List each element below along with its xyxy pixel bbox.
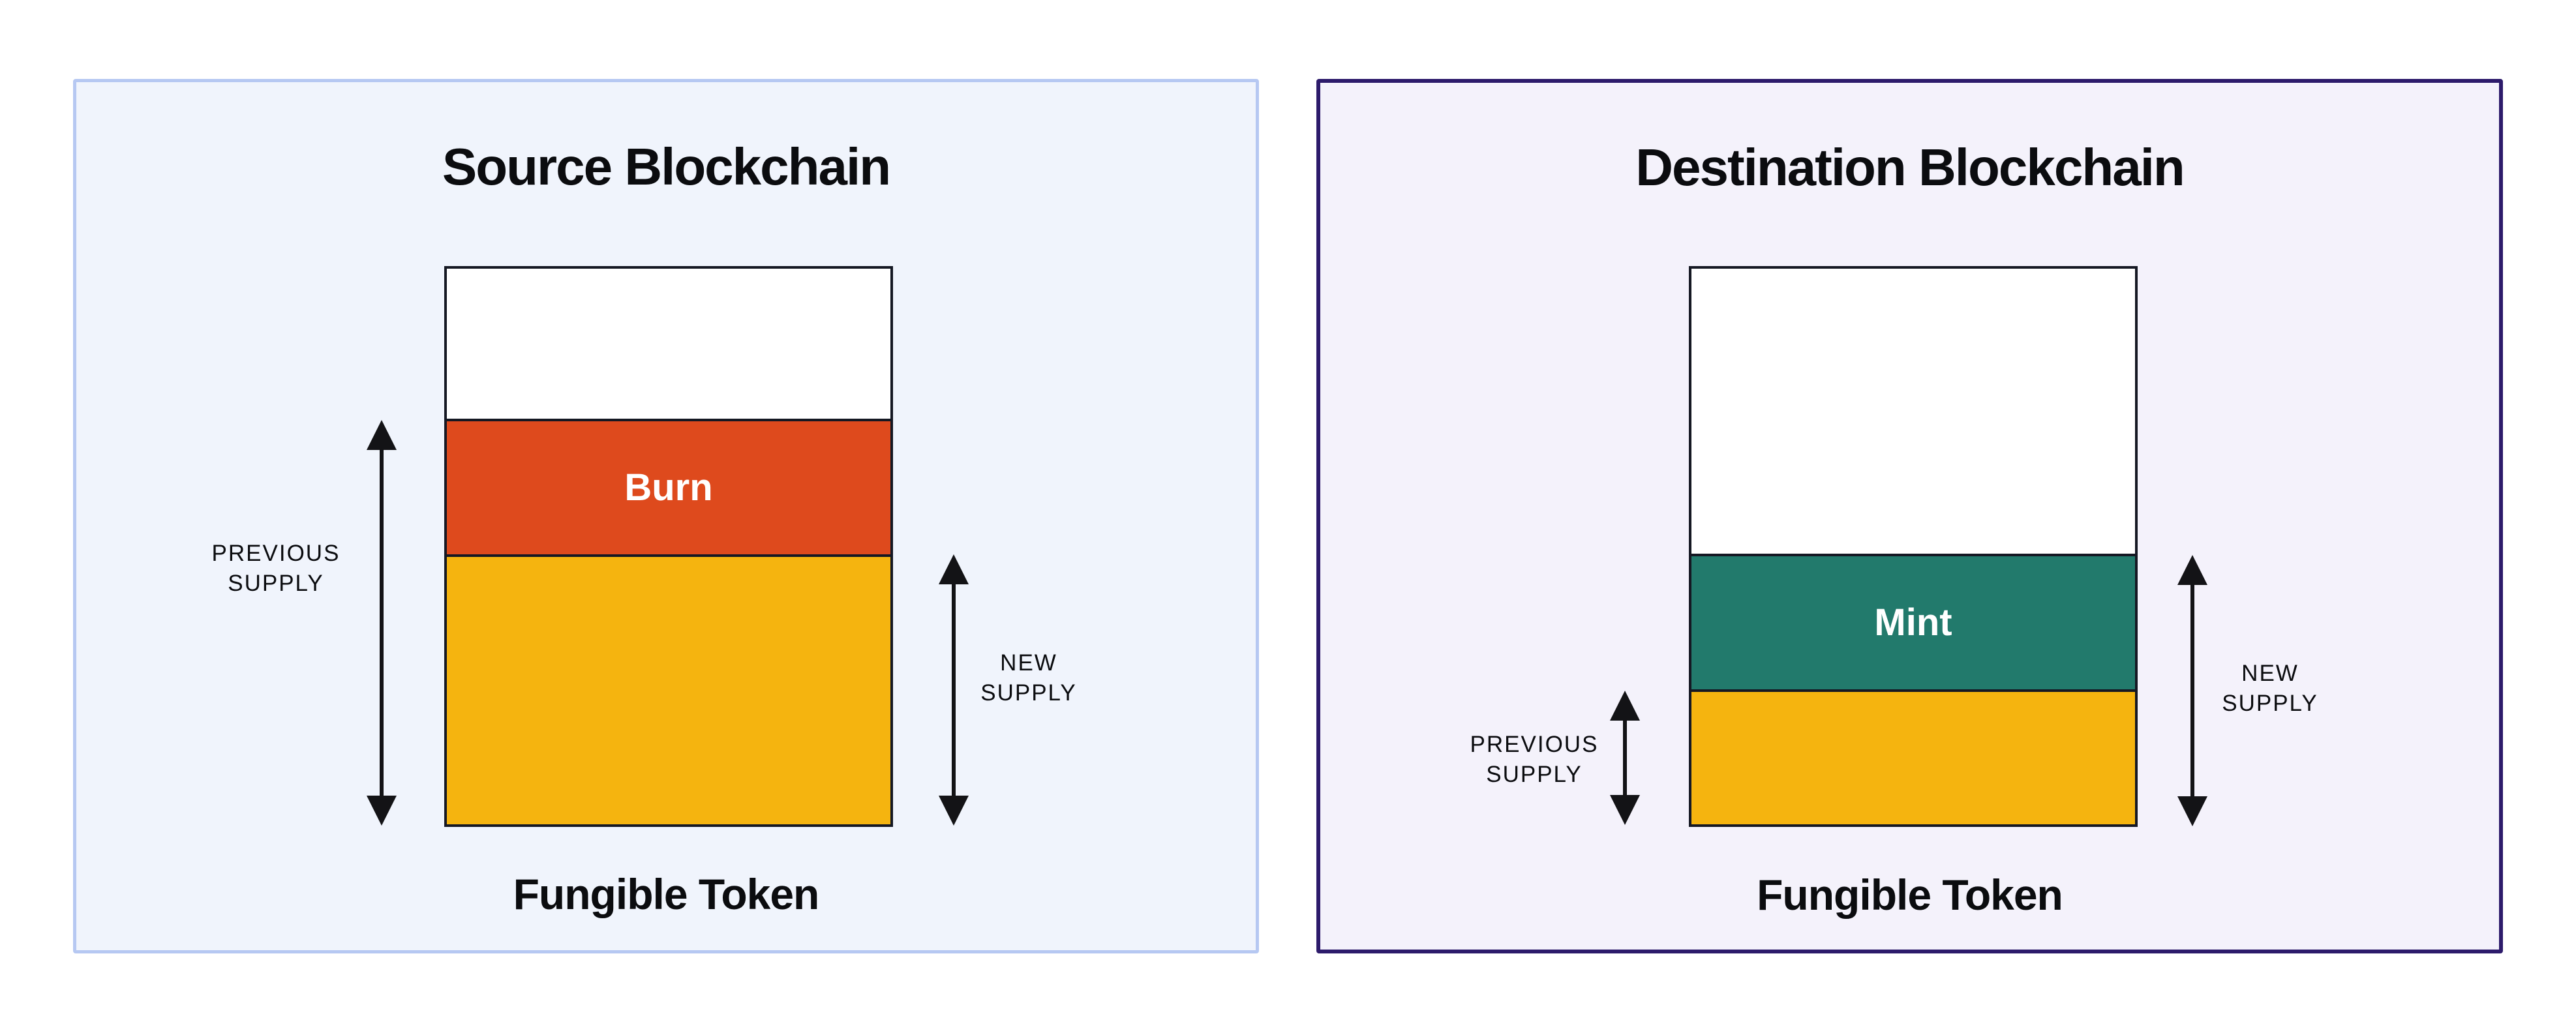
mint-segment-label: Mint [1874, 601, 1952, 644]
destination-supply-bar: Mint [1689, 266, 2138, 827]
arrowhead-down-icon [939, 796, 969, 826]
new-supply-label: NEW SUPPLY [2166, 659, 2374, 719]
new-supply-label-line2: SUPPLY [980, 680, 1077, 706]
arrowhead-up-icon [1610, 691, 1640, 721]
arrowhead-down-icon [367, 796, 397, 826]
previous-supply-label-line1: PREVIOUS [211, 541, 341, 566]
new-supply-label-line2: SUPPLY [2222, 691, 2318, 716]
fungible-token-caption: Fungible Token [1757, 871, 2063, 919]
arrowhead-up-icon [2177, 555, 2207, 585]
new-supply-arrow [2177, 555, 2207, 826]
destination-empty-space-segment [1691, 269, 2135, 554]
arrowhead-down-icon [1610, 795, 1640, 825]
arrowhead-up-icon [367, 420, 397, 450]
source-supply-bar: Burn [444, 266, 893, 827]
new-supply-label-line1: NEW [1000, 650, 1057, 676]
source-blockchain-panel: Source Blockchain Burn PREVIOUS SUPPLY N… [73, 79, 1259, 953]
previous-supply-label-line1: PREVIOUS [1470, 732, 1599, 757]
destination-previous-supply-segment [1691, 689, 2135, 824]
previous-supply-label: PREVIOUS SUPPLY [172, 539, 380, 599]
new-supply-arrow [939, 554, 969, 826]
page-title-destination: Destination Blockchain [1635, 138, 2185, 196]
burn-segment: Burn [447, 419, 890, 554]
mint-segment: Mint [1691, 554, 2135, 689]
burn-segment-label: Burn [624, 466, 713, 509]
previous-supply-label-line2: SUPPLY [1486, 762, 1583, 787]
destination-blockchain-panel: Destination Blockchain Mint PREVIOUS SUP… [1316, 79, 2503, 953]
previous-supply-label-line2: SUPPLY [228, 571, 324, 596]
fungible-token-caption: Fungible Token [513, 870, 820, 918]
new-supply-label: NEW SUPPLY [924, 648, 1133, 708]
arrowhead-up-icon [939, 554, 969, 584]
source-empty-space-segment [447, 269, 890, 419]
previous-supply-label: PREVIOUS SUPPLY [1430, 730, 1639, 790]
previous-supply-arrow [367, 420, 397, 826]
previous-supply-arrow [1610, 691, 1640, 825]
source-previous-supply-segment [447, 554, 890, 824]
new-supply-label-line1: NEW [2241, 661, 2299, 686]
arrowhead-down-icon [2177, 796, 2207, 826]
page-title-source: Source Blockchain [442, 138, 891, 196]
